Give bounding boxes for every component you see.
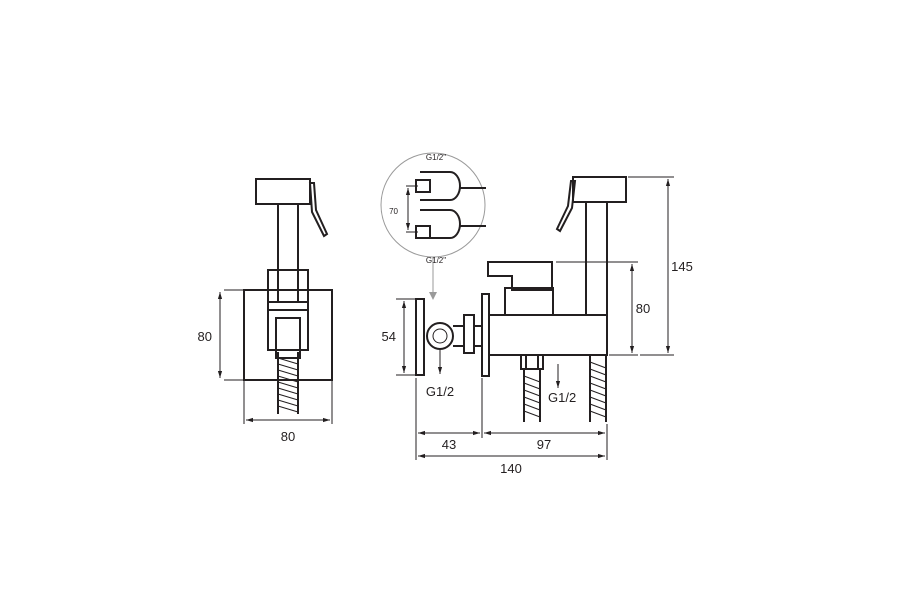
front-view: 80 80 xyxy=(198,178,333,444)
dim-left-width: 80 xyxy=(281,429,295,444)
dim-total-height: 145 xyxy=(671,259,693,274)
detail-circle xyxy=(380,152,486,258)
dim-total-width: 140 xyxy=(500,461,522,476)
valve-lever xyxy=(487,261,553,291)
side-view: G1/2 G1/2 54 80 145 43 97 140 xyxy=(382,176,693,476)
dim-handle-height: 80 xyxy=(636,301,650,316)
hose-front xyxy=(277,352,299,414)
dim-offset-left: 43 xyxy=(442,437,456,452)
holder-clip xyxy=(275,317,301,359)
wall-plate xyxy=(243,289,333,381)
spray-head xyxy=(255,178,311,205)
label-inlet-left: G1/2 xyxy=(426,384,454,399)
wall-flange-left xyxy=(415,298,425,376)
dim-offset-right: 97 xyxy=(537,437,551,452)
spray-head-side xyxy=(572,176,627,203)
holder-band xyxy=(267,301,309,311)
dim-detail-spacing: 70 xyxy=(389,207,398,216)
detail-label-top: G1/2" xyxy=(426,153,446,162)
valve-body xyxy=(488,314,608,356)
detail-label-bottom: G1/2" xyxy=(426,256,446,265)
dim-body-height: 54 xyxy=(382,329,396,344)
label-inlet-bottom: G1/2 xyxy=(548,390,576,405)
spray-lever-side xyxy=(555,180,577,233)
wall-flange-right xyxy=(481,293,490,377)
inlet-fitting xyxy=(426,322,454,350)
spray-lever xyxy=(308,182,329,238)
hose-side xyxy=(523,355,607,422)
dim-left-height: 80 xyxy=(198,329,212,344)
detail-view: 70 G1/2" G1/2" xyxy=(380,152,486,300)
